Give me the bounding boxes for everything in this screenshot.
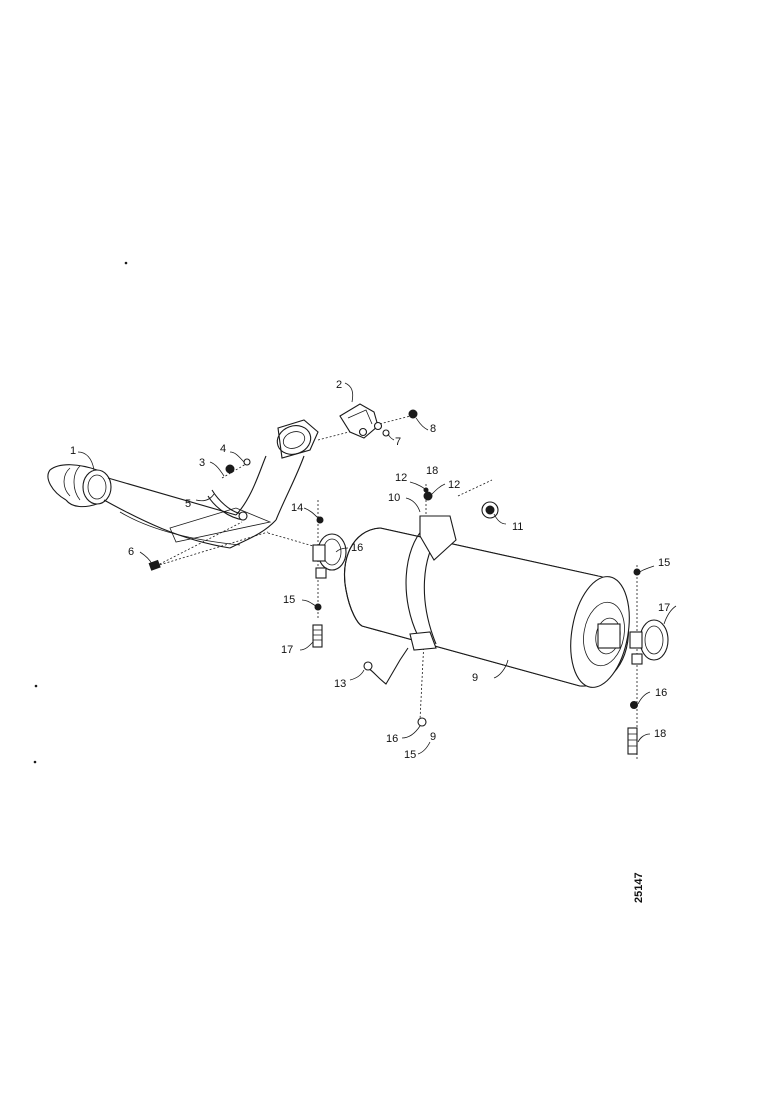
callout-3: 3 <box>199 457 205 469</box>
leader-lines <box>77 382 677 755</box>
callout-12-right: 12 <box>448 479 460 491</box>
callout-12-top: 18 <box>426 465 438 477</box>
callout-6: 6 <box>128 546 134 558</box>
callout-15-right: 15 <box>658 557 670 569</box>
pipe-clamp-left <box>312 516 347 648</box>
drawing-number: 25147 <box>633 872 645 903</box>
callout-17-left: 16 <box>351 542 363 554</box>
front-exhaust-pipe <box>47 419 319 549</box>
callout-13: 12 <box>395 472 407 484</box>
speck <box>33 760 37 764</box>
callout-14: 13 <box>334 678 346 690</box>
callout-18-left: 17 <box>281 644 293 656</box>
callout-4: 4 <box>220 443 226 455</box>
washer <box>225 458 251 474</box>
pipe-clamp-right <box>627 568 669 755</box>
hook <box>363 647 409 685</box>
clamp-bracket <box>339 403 390 439</box>
callout-labels: 1 2 3 4 5 6 7 8 9 10 11 12 18 12 13 14 1… <box>70 379 670 761</box>
speck <box>34 684 38 688</box>
callout-15-left: 14 <box>291 502 303 514</box>
callout-16-bottom: 16 <box>386 733 398 745</box>
callout-16-left: 15 <box>283 594 295 606</box>
callout-11: 11 <box>512 521 523 533</box>
callout-1: 1 <box>70 445 76 457</box>
nut <box>408 409 418 419</box>
callout-2: 2 <box>336 379 342 391</box>
rubber-mount <box>481 501 499 519</box>
speck <box>124 261 128 265</box>
muffler <box>343 487 630 727</box>
callout-8: 8 <box>430 423 436 435</box>
callout-5: 5 <box>185 498 191 510</box>
callout-7: 7 <box>395 436 401 448</box>
callout-16-right: 16 <box>655 687 667 699</box>
callout-9: 9 <box>472 672 478 684</box>
callout-10: 10 <box>388 492 400 504</box>
callout-17-right: 17 <box>658 602 670 614</box>
bolt <box>148 559 161 571</box>
callout-15-bottom: 15 <box>404 749 416 761</box>
callout-9-bottom: 9 <box>430 731 436 743</box>
callout-18-right: 18 <box>654 728 666 740</box>
